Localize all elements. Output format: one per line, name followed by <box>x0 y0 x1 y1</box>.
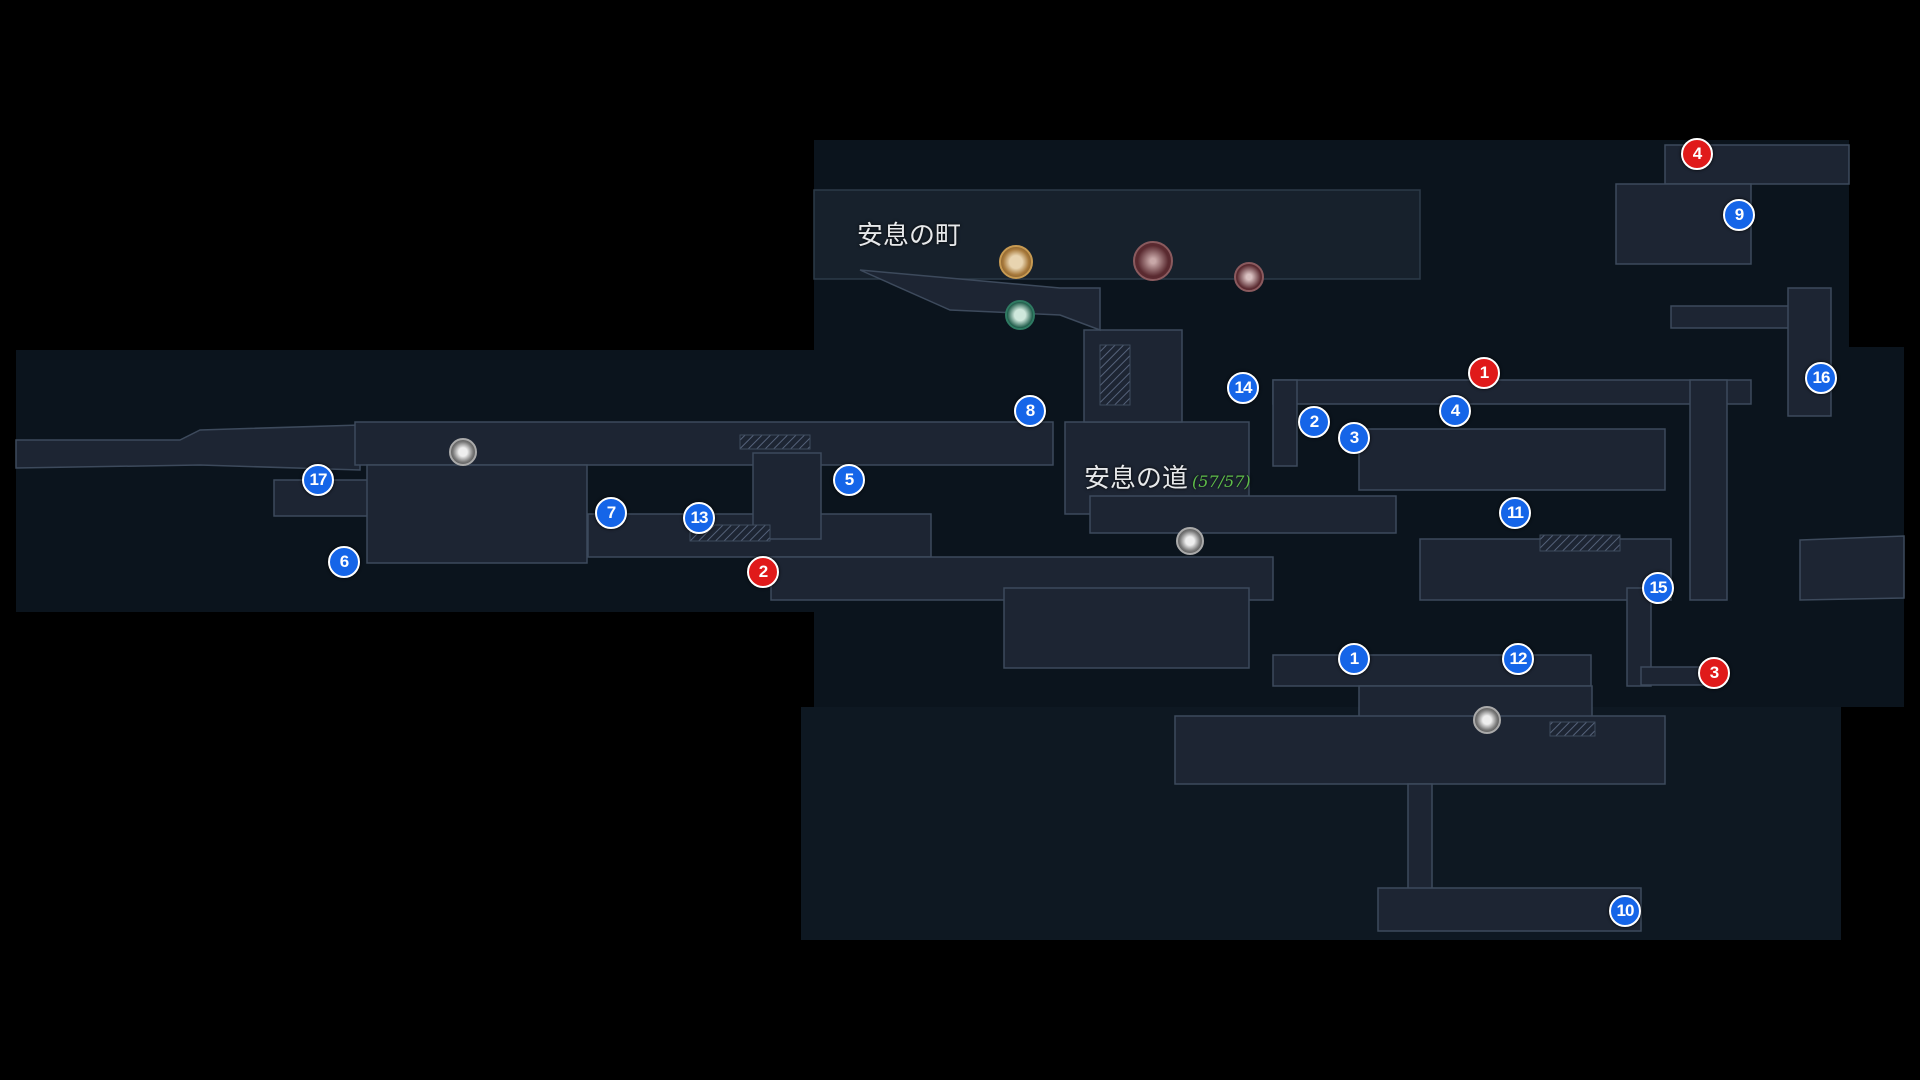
area-label-road: 安息の道(57/57) <box>1084 458 1251 495</box>
collection-progress: (57/57) <box>1192 472 1251 491</box>
blue-marker-9[interactable]: 9 <box>1723 199 1755 231</box>
blue-marker-7[interactable]: 7 <box>595 497 627 529</box>
creature-icon[interactable] <box>1133 241 1173 281</box>
rest-point-icon[interactable] <box>1176 527 1204 555</box>
area-name: 安息の道 <box>1084 464 1189 494</box>
blue-marker-10[interactable]: 10 <box>1609 895 1641 927</box>
blue-marker-2[interactable]: 2 <box>1298 406 1330 438</box>
blue-marker-14[interactable]: 14 <box>1227 372 1259 404</box>
blue-marker-11[interactable]: 11 <box>1499 497 1531 529</box>
red-marker-2[interactable]: 2 <box>747 556 779 588</box>
blue-marker-4[interactable]: 4 <box>1439 395 1471 427</box>
red-marker-4[interactable]: 4 <box>1681 138 1713 170</box>
rest-point-icon[interactable] <box>449 438 477 466</box>
red-marker-1[interactable]: 1 <box>1468 357 1500 389</box>
red-marker-3[interactable]: 3 <box>1698 657 1730 689</box>
area-label-town: 安息の町 <box>857 221 962 251</box>
blue-marker-12[interactable]: 12 <box>1502 643 1534 675</box>
blue-marker-15[interactable]: 15 <box>1642 572 1674 604</box>
blue-marker-16[interactable]: 16 <box>1805 362 1837 394</box>
flower-icon[interactable] <box>1234 262 1264 292</box>
blue-marker-1[interactable]: 1 <box>1338 643 1370 675</box>
blue-marker-13[interactable]: 13 <box>683 502 715 534</box>
blue-marker-17[interactable]: 17 <box>302 464 334 496</box>
blue-marker-6[interactable]: 6 <box>328 546 360 578</box>
rest-point-icon[interactable] <box>1473 706 1501 734</box>
merchant-icon[interactable] <box>1005 300 1035 330</box>
blue-marker-8[interactable]: 8 <box>1014 395 1046 427</box>
compass-crest-icon[interactable] <box>999 245 1033 279</box>
blue-marker-5[interactable]: 5 <box>833 464 865 496</box>
blue-marker-3[interactable]: 3 <box>1338 422 1370 454</box>
